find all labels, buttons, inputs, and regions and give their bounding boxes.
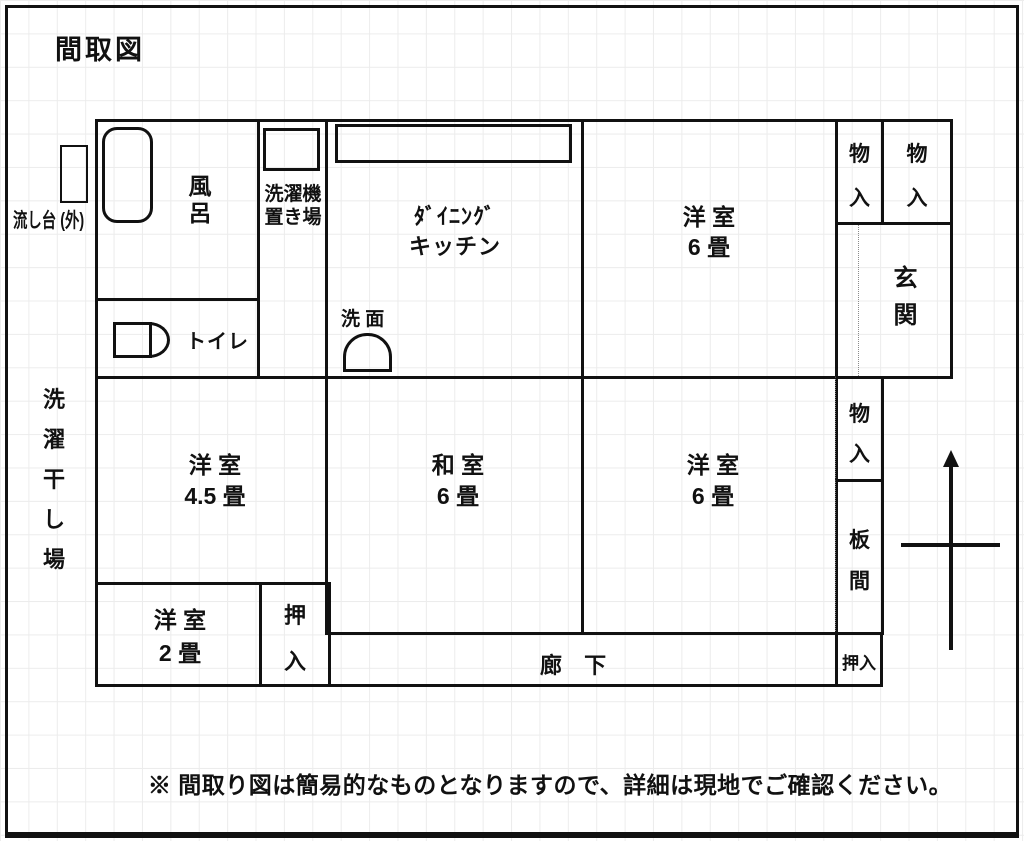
label-bath: 風 呂 — [188, 173, 212, 226]
label-western-2: 洋 室 2 畳 — [153, 607, 207, 666]
label-closet: 押 入 — [283, 603, 306, 674]
compass-vertical-line — [949, 465, 953, 650]
entrance-dotted-divider — [858, 225, 859, 376]
label-storage-mid: 物 入 — [849, 403, 870, 466]
bathtub-shape — [102, 127, 153, 223]
label-western-45: 洋 室 4.5 畳 — [184, 452, 246, 509]
label-western-6-mid: 洋 室 6 畳 — [686, 452, 740, 509]
label-japanese-6: 和 室 6 畳 — [431, 452, 485, 509]
outdoor-sink-shape — [60, 145, 88, 203]
disclaimer-note: ※ 間取り図は簡易的なものとなりますので、詳細は現地でご確認ください。 — [147, 772, 953, 798]
label-closet-small: 押入 — [842, 654, 876, 673]
label-toilet: トイレ — [186, 331, 249, 353]
label-washbasin: 洗 面 — [341, 309, 385, 330]
label-washer-area: 洗濯機 置き場 — [264, 184, 322, 228]
toilet-tank-shape — [113, 322, 152, 358]
label-board-floor: 板 間 — [849, 529, 870, 593]
room-closet-small — [835, 632, 883, 687]
label-storage-top-left: 物 入 — [849, 143, 870, 210]
label-corridor: 廊 下 — [540, 653, 615, 678]
washing-machine-shape — [263, 128, 320, 171]
label-western-6-top: 洋 室 6 畳 — [682, 204, 736, 260]
label-entrance: 玄 関 — [893, 265, 918, 329]
room-entrance — [835, 222, 953, 379]
compass-horizontal-line — [901, 543, 1000, 547]
north-arrow-icon — [943, 450, 959, 467]
kitchen-counter-shape — [335, 124, 572, 163]
label-dining-kitchen: ﾀﾞｲﾆﾝｸﾞ キッチン — [408, 204, 501, 259]
washbasin-shape — [343, 333, 392, 372]
label-laundry-drying-area: 洗 濯 干 し 場 — [42, 387, 65, 572]
page-title: 間取図 — [55, 35, 145, 65]
label-storage-top-right: 物 入 — [906, 143, 928, 210]
label-sink-outside: 流し台 (外) — [13, 210, 85, 232]
page-border — [5, 5, 1019, 838]
